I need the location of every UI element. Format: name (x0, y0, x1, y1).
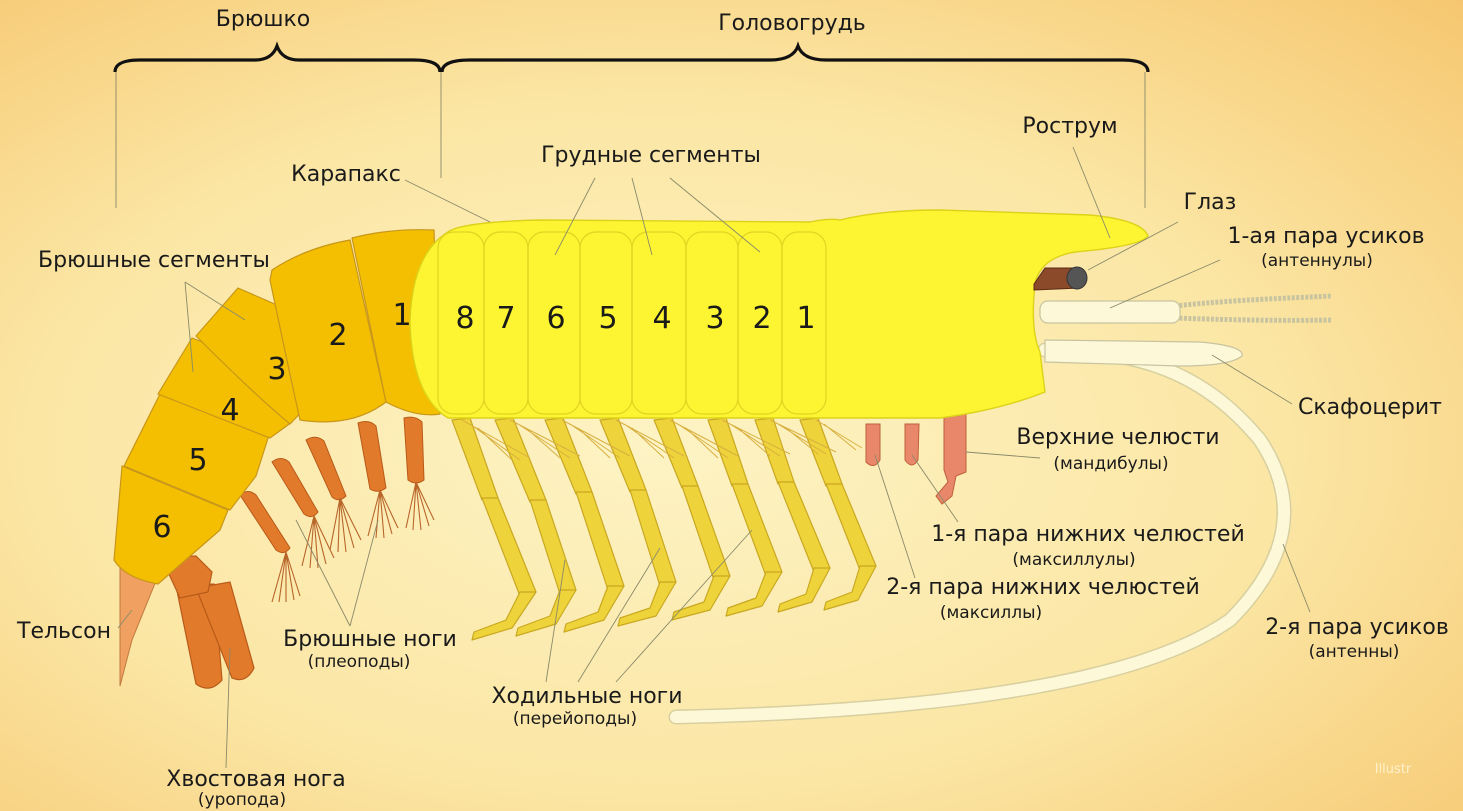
label-mandible-sub: (мандибулы) (1053, 454, 1168, 474)
uropod (168, 556, 254, 688)
scaphocerite (1045, 340, 1242, 366)
mouthparts (866, 412, 966, 504)
label-antennule-sub: (антеннулы) (1261, 251, 1373, 271)
label-cephalothorax: Головогрудь (718, 11, 866, 36)
label-eye: Глаз (1184, 190, 1237, 215)
label-uropod-sub: (уропода) (198, 790, 286, 810)
label-telson: Тельсон (16, 619, 111, 644)
mandible (936, 412, 966, 504)
antennule-flagellum-lower (1175, 318, 1332, 320)
label-carapace: Карапакс (291, 162, 401, 187)
thorax-number: 8 (455, 301, 474, 336)
label-pereiopods-sub: (перейоподы) (513, 709, 637, 729)
abdomen-number: 3 (267, 352, 286, 387)
abdomen-brace (115, 46, 440, 72)
abdomen-number: 6 (152, 510, 171, 545)
telson (120, 566, 158, 686)
label-pleopods: Брюшные ноги (283, 627, 457, 652)
antennule-flagellum-upper (1175, 296, 1332, 306)
abdomen-number: 4 (220, 393, 239, 428)
label-pleopods-sub: (плеоподы) (308, 652, 411, 672)
label-rostrum: Рострум (1022, 114, 1117, 139)
thorax-number: 4 (652, 301, 671, 336)
maxillule (905, 424, 919, 465)
label-maxillule-sub: (максиллулы) (1012, 550, 1135, 570)
label-antenna-sub: (антенны) (1309, 642, 1400, 662)
thorax-number: 3 (705, 301, 724, 336)
label-antenna: 2-я пара усиков (1265, 615, 1449, 640)
thorax-number: 5 (598, 301, 617, 336)
thorax-number: 7 (496, 301, 515, 336)
thorax-number: 1 (796, 301, 815, 336)
label-thoracic-segments: Грудные сегменты (541, 143, 761, 168)
eye (1067, 267, 1087, 289)
antennule-base (1040, 301, 1180, 323)
label-maxilla: 2-я пара нижних челюстей (886, 575, 1200, 600)
abdomen-number: 5 (188, 443, 207, 478)
label-scaphocerite: Скафоцерит (1298, 395, 1442, 420)
label-mandible: Верхние челюсти (1016, 425, 1219, 450)
label-antennule: 1-ая пара усиков (1227, 224, 1424, 249)
label-maxillule: 1-я пара нижних челюстей (931, 522, 1245, 547)
abdomen-number: 1 (392, 298, 411, 333)
thorax-number: 6 (546, 301, 565, 336)
label-abdominal-segments: Брюшные сегменты (38, 248, 270, 273)
label-pereiopods: Ходильные ноги (491, 684, 682, 709)
abdomen-number: 2 (328, 318, 347, 353)
maxilla (866, 424, 880, 466)
label-abdomen: Брюшко (216, 7, 310, 32)
thorax-number: 2 (752, 301, 771, 336)
watermark: Illustr (1375, 762, 1412, 777)
label-uropod: Хвостовая нога (166, 767, 345, 792)
cephalothorax (410, 210, 1148, 418)
cephalothorax-brace (442, 46, 1148, 72)
label-maxilla-sub: (максиллы) (940, 603, 1042, 623)
